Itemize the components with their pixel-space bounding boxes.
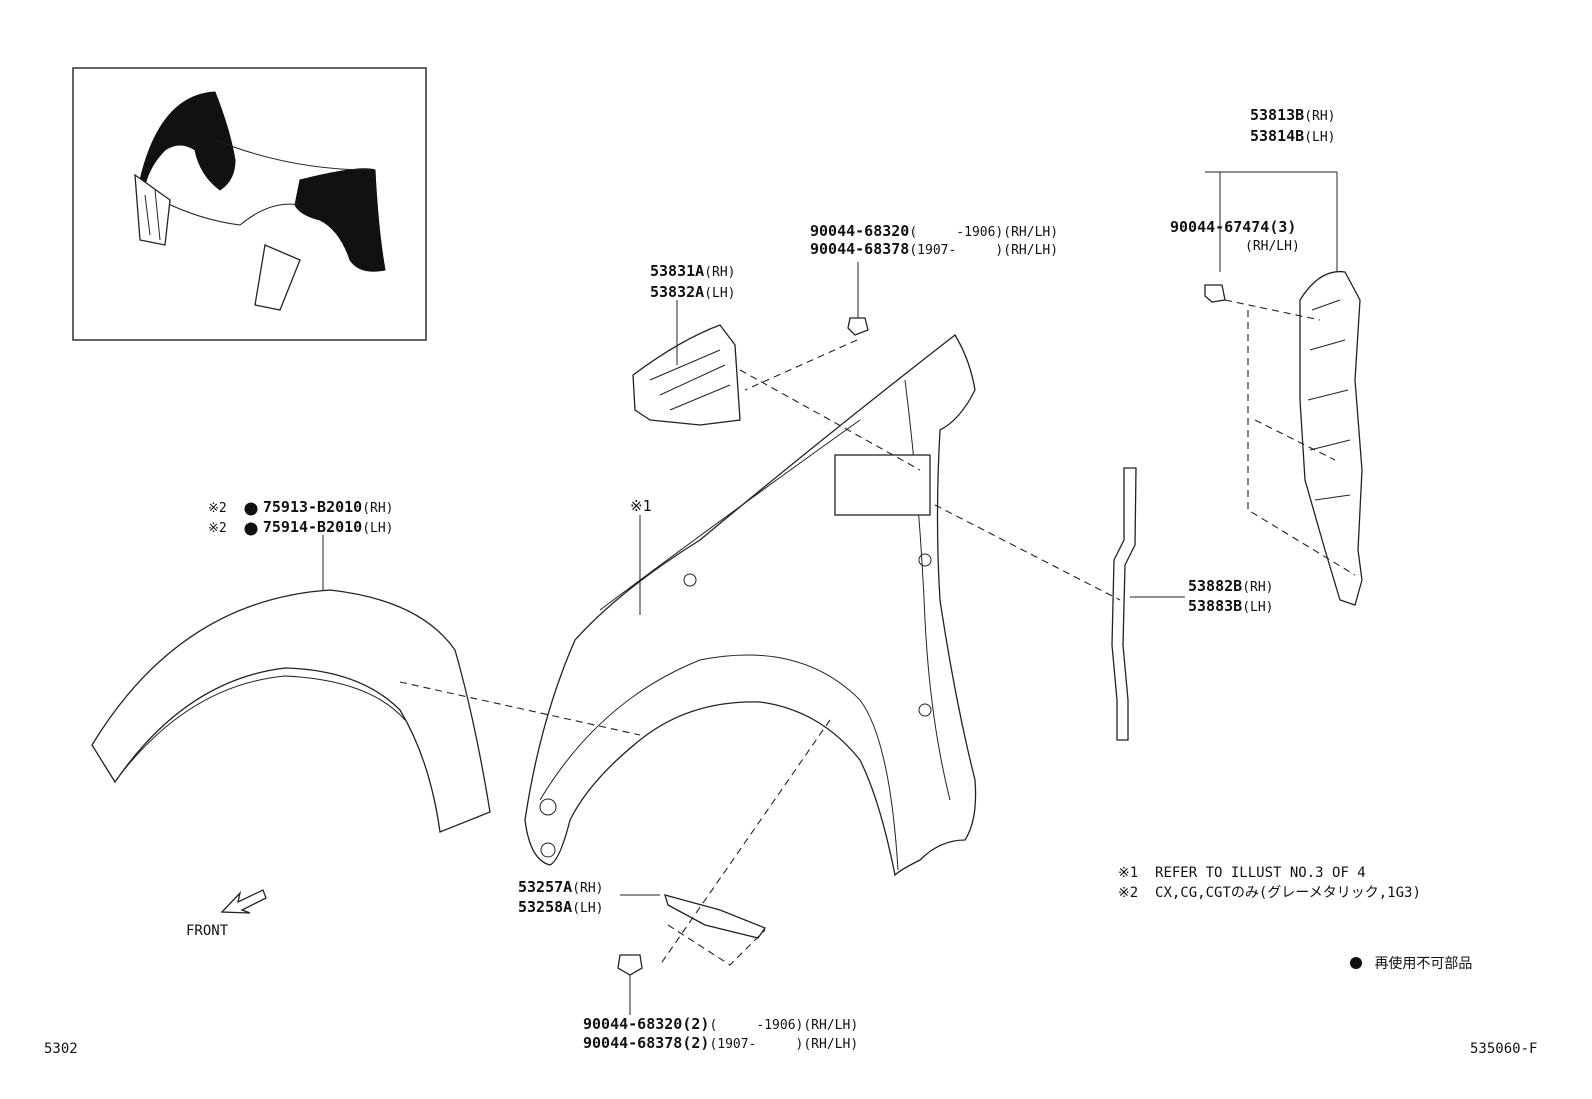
assembly-lines	[399, 299, 1356, 966]
lower-seal	[620, 894, 767, 939]
top-clip-label-2: 90044-68378(1907- )(RH/LH)	[810, 240, 1059, 258]
front-arrow-icon	[220, 889, 267, 914]
front-fender	[524, 334, 977, 877]
side-bracket-rh-label: 53813B(RH)	[1250, 106, 1336, 124]
arch-moulding-rh-label: ※2 75913-B2010(RH)	[208, 498, 394, 516]
note-2: ※2 CX,CG,CGTのみ(グレーメタリック,1G3)	[1118, 885, 1421, 901]
note-1: ※1 REFER TO ILLUST NO.3 OF 4	[1118, 865, 1366, 881]
non-reusable-dot	[1350, 957, 1362, 969]
bottom-clip-label-2: 90044-68378(2)(1907- )(RH/LH)	[583, 1034, 859, 1052]
bottom-clip-label-1: 90044-68320(2)( -1906)(RH/LH)	[583, 1015, 859, 1033]
upper-retainer-bracket	[632, 300, 741, 426]
lower-seal-lh-label: 53258A(LH)	[518, 898, 604, 916]
footer-left: 5302	[44, 1041, 78, 1057]
retainer-bracket-rh-label: 53831A(RH)	[650, 262, 736, 280]
legend-non-reusable: 再使用不可部品	[1350, 955, 1472, 974]
vertical-seal	[1111, 467, 1185, 741]
fender-ref-label: ※1	[630, 497, 652, 515]
wheel-arch-moulding	[91, 535, 491, 833]
seal-rh-label: 53882B(RH)	[1188, 577, 1274, 595]
bracket-clip-side-label: (RH/LH)	[1245, 239, 1300, 254]
upper-clip	[847, 262, 869, 336]
footer-right: 535060-F	[1470, 1041, 1538, 1057]
lower-clip	[617, 954, 643, 1015]
arch-moulding-lh-label: ※2 75914-B2010(LH)	[208, 518, 394, 536]
retainer-bracket-lh-label: 53832A(LH)	[650, 283, 736, 301]
top-clip-label-1: 90044-68320( -1906)(RH/LH)	[810, 222, 1059, 240]
overview-inset	[72, 67, 427, 341]
bracket-clip-label: 90044-67474(3)	[1170, 218, 1297, 236]
side-bracket-lh-label: 53814B(LH)	[1250, 127, 1336, 145]
non-reusable-dot	[244, 522, 258, 536]
front-label: FRONT	[186, 923, 229, 939]
lower-seal-rh-label: 53257A(RH)	[518, 878, 604, 896]
seal-lh-label: 53883B(LH)	[1188, 597, 1274, 615]
side-bracket	[1204, 171, 1363, 606]
non-reusable-dot	[244, 502, 258, 516]
